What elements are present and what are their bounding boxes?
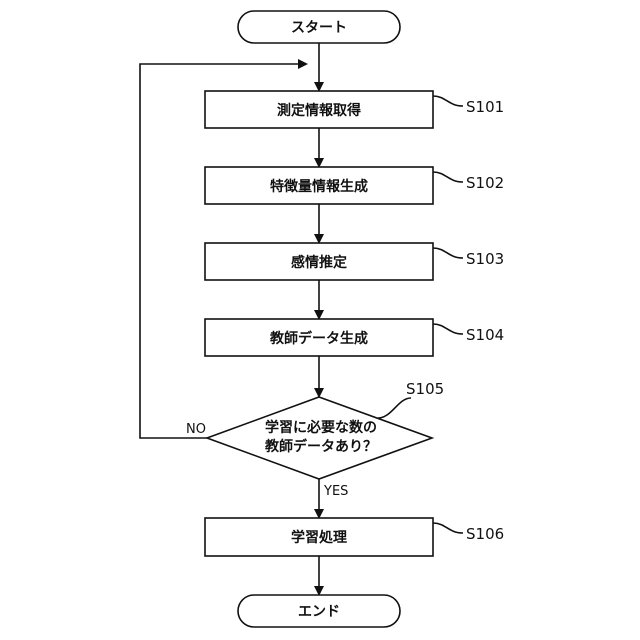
- step-s106-leader: [433, 523, 463, 533]
- step-s106-label: 学習処理: [291, 529, 347, 546]
- step-s103: 感情推定 S103: [205, 243, 504, 280]
- step-s102-label: 特徴量情報生成: [270, 178, 368, 195]
- start-terminal: スタート: [238, 11, 400, 43]
- step-s106-id: S106: [466, 525, 504, 543]
- end-label: エンド: [298, 604, 340, 620]
- step-s103-leader: [433, 248, 463, 258]
- step-s106: 学習処理 S106: [205, 518, 504, 556]
- decision-yes-label: YES: [323, 484, 348, 499]
- step-s101-leader: [433, 96, 463, 106]
- step-s103-id: S103: [466, 250, 504, 268]
- step-s103-label: 感情推定: [291, 254, 347, 271]
- decision-s105-label-line1: 学習に必要な数の: [265, 419, 377, 436]
- step-s104-leader: [433, 324, 463, 334]
- end-terminal: エンド: [238, 595, 400, 627]
- step-s104-label: 教師データ生成: [270, 330, 368, 347]
- decision-s105-label-line2: 教師データあり？: [265, 438, 377, 455]
- step-s101-label: 測定情報取得: [277, 102, 361, 119]
- step-s102: 特徴量情報生成 S102: [205, 167, 504, 204]
- step-s101-id: S101: [466, 98, 504, 116]
- start-label: スタート: [291, 20, 347, 36]
- step-s104-id: S104: [466, 326, 504, 344]
- step-s104: 教師データ生成 S104: [205, 319, 504, 356]
- decision-s105-leader: [378, 398, 411, 418]
- step-s101: 測定情報取得 S101: [205, 91, 504, 128]
- decision-s105: 学習に必要な数の 教師データあり？ S105 NO YES: [186, 380, 444, 499]
- decision-s105-id: S105: [406, 380, 444, 398]
- decision-no-label: NO: [186, 422, 206, 437]
- step-s102-id: S102: [466, 174, 504, 192]
- step-s102-leader: [433, 172, 463, 182]
